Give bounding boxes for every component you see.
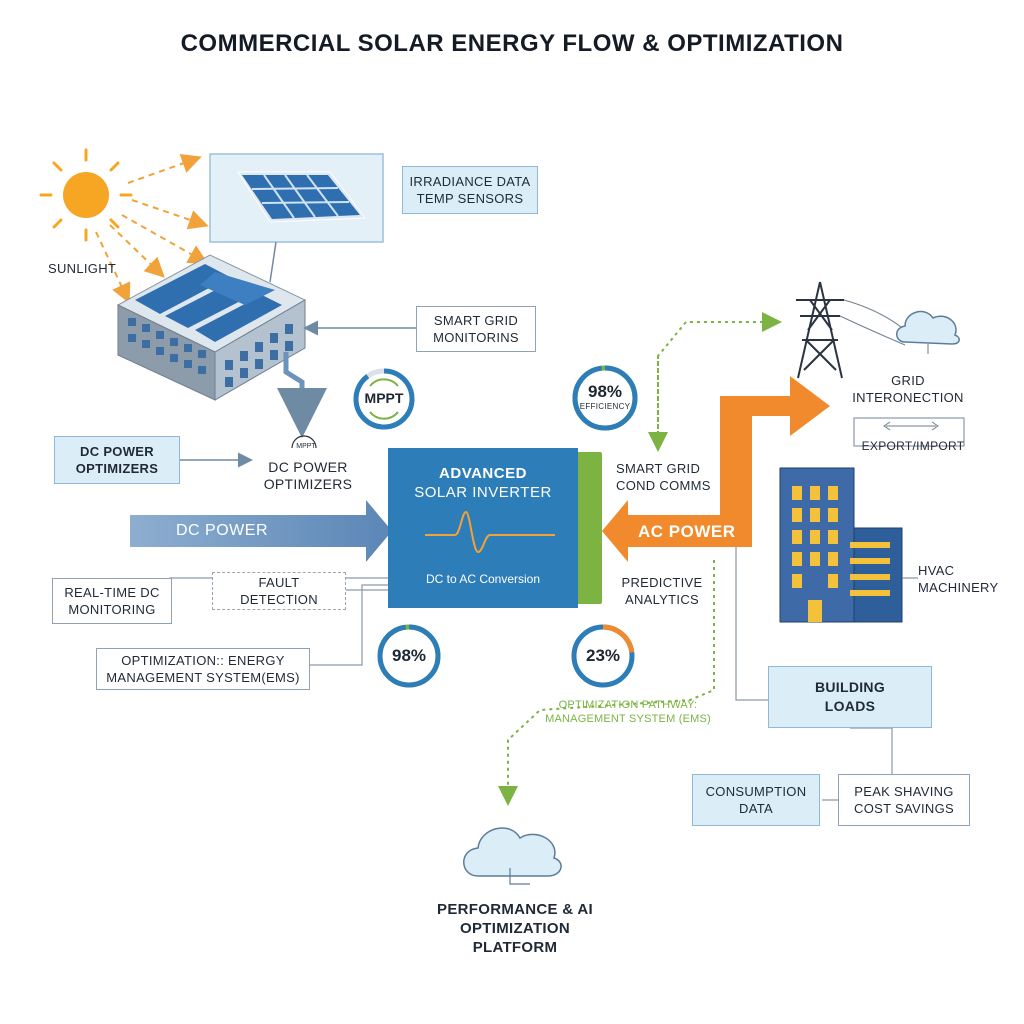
dc-optimizers-box-line1: DC POWER: [80, 444, 154, 459]
ac-power-label: AC POWER: [638, 522, 736, 541]
dc-optimizers-box-line2: OPTIMIZERS: [75, 461, 159, 476]
platform-line3: PLATFORM: [472, 939, 558, 956]
diagram-title: COMMERCIAL SOLAR ENERGY FLOW & OPTIMIZAT…: [180, 30, 844, 57]
sunlight-label: SUNLIGHT: [48, 261, 117, 276]
dc-optimizers-line2: OPTIMIZERS: [263, 476, 353, 492]
grid-line1: GRID: [891, 373, 925, 388]
realtime-line2: MONITORING: [68, 602, 156, 617]
realtime-dc-monitoring-box: REAL-TIME DC MONITORING: [52, 578, 172, 624]
ac-power-arrow: [602, 376, 830, 562]
cloud-icon: [463, 827, 562, 885]
inverter-subtitle: DC to AC Conversion: [425, 572, 541, 586]
building-icon: [116, 254, 307, 401]
smart-grid-comms-label: SMART GRID COND COMMS: [616, 460, 711, 494]
pathway-line1: OPTIMIZATION PATHWAY:: [558, 699, 698, 711]
transmission-tower-icon: [796, 281, 844, 379]
grid-interconnection-label: GRID INTERONECTION: [848, 372, 968, 406]
ring-mppt: [353, 368, 415, 430]
dc-power-label: DC POWER: [176, 522, 268, 539]
cloud-icon: [896, 310, 960, 354]
fault-line1: FAULT: [258, 575, 300, 590]
dc-power-arrow: [130, 500, 392, 562]
predictive-line2: ANALYTICS: [625, 592, 699, 607]
peak-line2: COST SAVINGS: [854, 801, 954, 816]
fault-detection-box: FAULT DETECTION: [212, 572, 346, 610]
building-loads-line2: LOADS: [824, 698, 876, 714]
consumption-line2: DATA: [739, 801, 773, 816]
irradiance-box: IRRADIANCE DATA TEMP SENSORS: [402, 166, 538, 214]
hvac-label: HVAC MACHINERY: [918, 562, 998, 596]
platform-line1: PERFORMANCE & AI: [437, 901, 593, 918]
dc-optimizers-box: DC POWER OPTIMIZERS: [54, 436, 180, 484]
inverter-block: [388, 448, 602, 608]
realtime-line1: REAL-TIME DC: [64, 585, 160, 600]
inverter-title: ADVANCED SOLAR INVERTER: [388, 464, 578, 502]
mppt-ring-label: MPPT: [364, 390, 404, 406]
office-building-icon: [779, 467, 903, 623]
sun-icon: [39, 148, 133, 242]
efficiency-ring-value: 98%: [587, 382, 623, 401]
peak-shaving-box: PEAK SHAVING COST SAVINGS: [838, 774, 970, 826]
platform-line2: OPTIMIZATION: [460, 920, 570, 937]
ring-efficiency: [572, 365, 638, 431]
smart-grid-comms-line2: COND COMMS: [616, 478, 711, 493]
ring-98-label: 98%: [391, 646, 427, 665]
peak-line1: PEAK SHAVING: [854, 784, 954, 799]
ring-98: [377, 624, 441, 688]
consumption-data-box: CONSUMPTION DATA: [692, 774, 820, 826]
predictive-analytics-label: PREDICTIVE ANALYTICS: [616, 574, 708, 608]
ems-box: OPTIMIZATION:: ENERGY MANAGEMENT SYSTEM(…: [96, 648, 310, 690]
fault-line2: DETECTION: [240, 592, 318, 607]
dc-optimizers-label: DC POWER OPTIMIZERS: [252, 459, 364, 493]
building-loads-line1: BUILDING: [814, 679, 886, 695]
irradiance-label: IRRADIANCE DATA: [409, 174, 531, 189]
ems-line1: OPTIMIZATION:: ENERGY: [121, 653, 285, 668]
grid-line2: INTERONECTION: [852, 390, 964, 405]
smart-grid-monitoring-box: SMART GRID MONITORINS: [416, 306, 536, 352]
hvac-line1: HVAC: [918, 563, 955, 578]
smart-grid-label: SMART GRID: [433, 313, 519, 328]
pathway-line2: MANAGEMENT SYSTEM (EMS): [545, 713, 711, 725]
ring-23-label: 23%: [585, 646, 621, 665]
export-import-label: EXPORT/IMPORT: [861, 439, 965, 453]
platform-label: PERFORMANCE & AI OPTIMIZATION PLATFORM: [420, 900, 610, 957]
ring-23: [571, 624, 635, 688]
building-loads-box: BUILDING LOADS: [768, 666, 932, 728]
hvac-line2: MACHINERY: [918, 580, 999, 595]
monitoring-label: MONITORINS: [433, 330, 519, 345]
consumption-line1: CONSUMPTION: [705, 784, 807, 799]
ems-line2: MANAGEMENT SYSTEM(EMS): [106, 670, 300, 685]
efficiency-ring-label: EFFICIENCY: [579, 402, 631, 411]
waveform-icon: [425, 510, 555, 554]
predictive-line1: PREDICTIVE: [621, 575, 703, 590]
dc-optimizers-line1: DC POWER: [268, 459, 348, 475]
temp-sensors-label: TEMP SENSORS: [416, 191, 524, 206]
inverter-title-line2: SOLAR INVERTER: [414, 484, 552, 501]
mppt-small-label: MPPT: [296, 443, 316, 450]
sunlight-rays: [95, 153, 209, 304]
smart-grid-comms-line1: SMART GRID: [616, 461, 701, 476]
solar-panel-icon: [237, 171, 366, 223]
optimization-pathway-label: OPTIMIZATION PATHWAY: MANAGEMENT SYSTEM …: [516, 698, 740, 726]
inverter-title-line1: ADVANCED: [439, 465, 527, 482]
